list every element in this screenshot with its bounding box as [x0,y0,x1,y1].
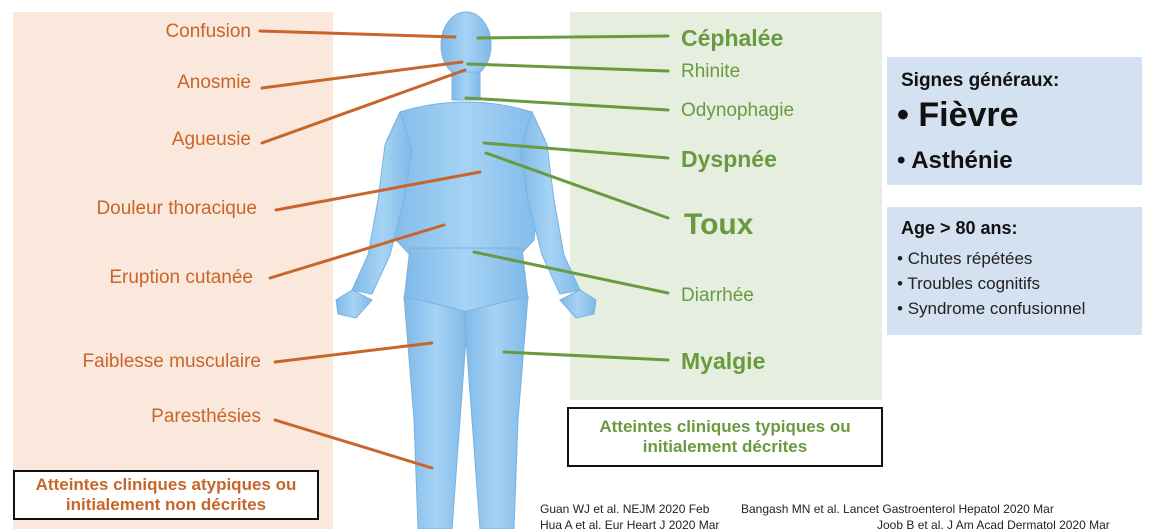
right-hand-shape [560,290,596,318]
general-sign-fever: • Fièvre [897,96,1019,135]
left-hand-shape [336,290,372,318]
list-item: • Syndrome confusionnel [897,296,1085,321]
torso-shape [387,102,545,255]
legend-atypical-text: Atteintes cliniques atypiques ou initial… [26,475,306,515]
symptom-rhinite: Rhinite [681,62,740,81]
symptom-confusion: Confusion [165,22,251,41]
elderly-signs-box: Age > 80 ans: • Chutes répétées • Troubl… [887,207,1142,335]
general-sign-asthenia: • Asthénie [897,147,1013,175]
list-item: • Chutes répétées [897,246,1085,271]
elderly-item-label: Syndrome confusionnel [908,299,1086,318]
elderly-item-label: Chutes répétées [908,249,1033,268]
head-shape [441,12,491,78]
connector-rhinite [468,64,668,71]
elderly-signs-title: Age > 80 ans: [901,218,1018,239]
symptom-myalgie: Myalgie [681,350,765,373]
connector-myalgie [504,352,668,360]
symptom-cephalee: Céphalée [681,27,783,50]
symptom-douleur-thoracique: Douleur thoracique [96,199,257,218]
symptom-paresthesies: Paresthésies [151,407,261,426]
connector-cephalee [478,36,668,38]
symptom-odynophagie: Odynophagie [681,101,794,120]
symptom-dyspnee: Dyspnée [681,148,777,171]
symptom-faiblesse-musculaire: Faiblesse musculaire [83,352,261,371]
reference-joob: Joob B et al. J Am Acad Dermatol 2020 Ma… [877,518,1110,532]
general-sign-fever-label: Fièvre [918,96,1018,134]
right-leg-shape [464,296,528,529]
left-leg-shape [404,296,468,529]
reference-bangash: Bangash MN et al. Lancet Gastroenterol H… [741,502,1054,516]
left-arm-shape [352,112,412,294]
legend-typical: Atteintes cliniques typiques ou initiale… [567,407,883,467]
symptom-eruption-cutanee: Eruption cutanée [109,268,253,287]
reference-hua: Hua A et al. Eur Heart J 2020 Mar [540,518,719,532]
connector-paresthesies [275,420,432,468]
connector-anosmie [262,62,462,88]
neck-shape [452,72,480,100]
reference-guan: Guan WJ et al. NEJM 2020 Feb [540,502,709,516]
symptom-diarrhee: Diarrhée [681,286,754,305]
symptom-toux: Toux [684,210,753,240]
general-signs-box: Signes généraux: • Fièvre • Asthénie [887,57,1142,185]
general-signs-title: Signes généraux: [901,70,1059,92]
legend-atypical: Atteintes cliniques atypiques ou initial… [13,470,319,520]
general-sign-asthenia-label: Asthénie [911,147,1012,174]
symptom-anosmie: Anosmie [177,73,251,92]
connector-confusion [260,31,455,37]
elderly-item-label: Troubles cognitifs [907,274,1040,293]
symptom-agueusie: Agueusie [172,130,251,149]
list-item: • Troubles cognitifs [897,271,1085,296]
legend-typical-text: Atteintes cliniques typiques ou initiale… [595,417,855,457]
elderly-signs-list: • Chutes répétées • Troubles cognitifs •… [897,246,1085,321]
